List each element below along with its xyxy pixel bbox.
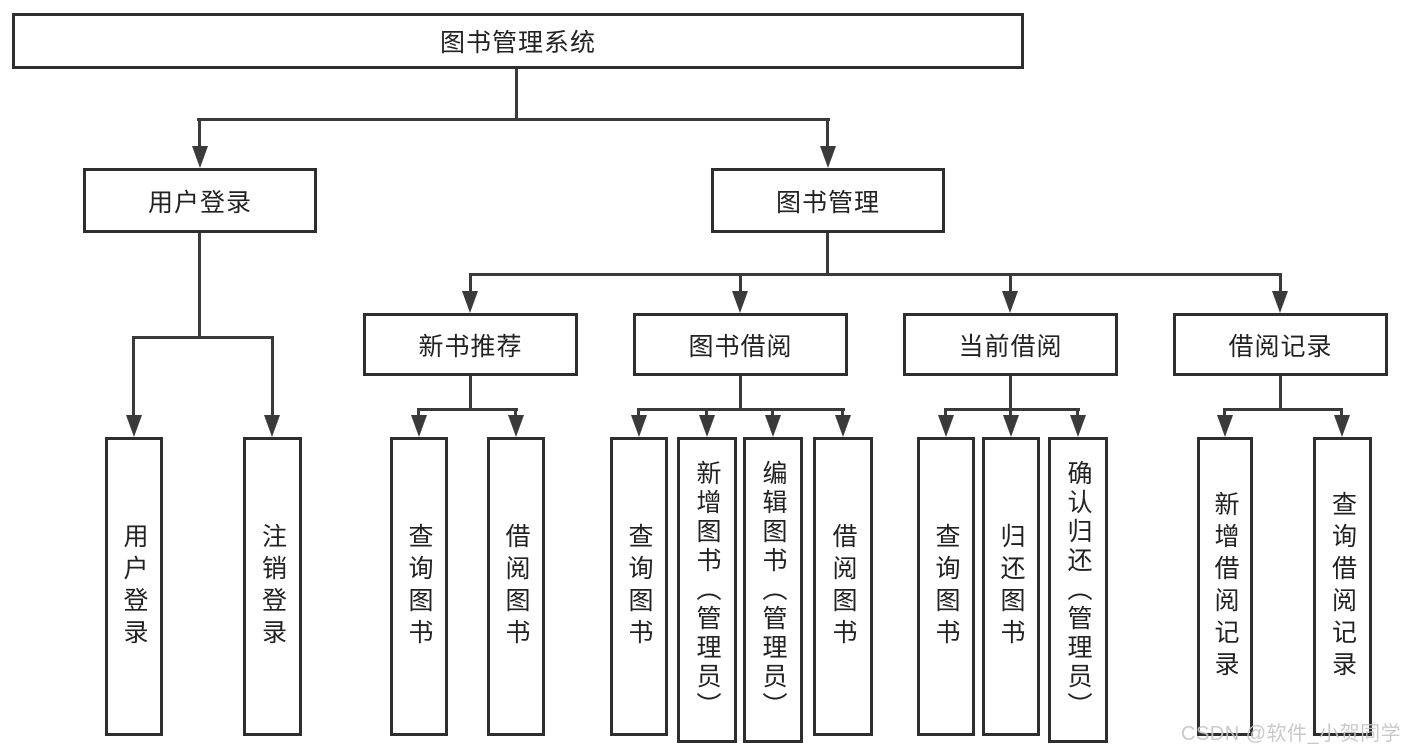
node-user-login: 用户登录 (83, 168, 317, 233)
node-new-book-recommend-label: 新书推荐 (418, 332, 523, 361)
connector-drop-new-book (469, 273, 472, 298)
arrow-down-icon (631, 415, 647, 437)
node-root-label: 图书管理系统 (439, 29, 596, 57)
connector-drop-leaf-user-login (132, 336, 135, 420)
node-current-borrow: 当前借阅 (903, 313, 1118, 376)
connector-user-login-stem (198, 233, 201, 339)
node-root: 图书管理系统 (12, 13, 1024, 69)
leaf-query-books-current-label: 查询图书 (932, 522, 960, 651)
leaf-edit-book-admin: 编辑图书（管理员） (743, 437, 803, 743)
node-book-management-label: 图书管理 (775, 188, 880, 217)
connector-drop-leaf-logout (271, 336, 274, 420)
arrow-down-icon (1070, 415, 1086, 437)
connector-level2-bar (469, 273, 1282, 276)
arrow-down-icon (820, 146, 836, 168)
leaf-add-borrow-record: 新增借阅记录 (1197, 437, 1253, 736)
leaf-borrow-books-recommend-label: 借阅图书 (502, 522, 530, 651)
leaf-query-borrow-record-label: 查询借阅记录 (1328, 490, 1357, 683)
node-current-borrow-label: 当前借阅 (958, 332, 1063, 361)
connector-current-borrow-bar (944, 408, 1080, 411)
leaf-borrow-books-borrow: 借阅图书 (813, 437, 873, 736)
node-book-management: 图书管理 (711, 168, 945, 233)
arrow-down-icon (462, 291, 478, 313)
connector-book-borrow-stem (739, 376, 742, 411)
connector-drop-user-login (198, 118, 201, 158)
leaf-logout-label: 注销登录 (258, 522, 287, 651)
connector-drop-current-borrow (1009, 273, 1012, 298)
arrow-down-icon (411, 415, 427, 437)
leaf-query-books-current: 查询图书 (917, 437, 975, 736)
leaf-add-book-admin: 新增图书（管理员） (677, 437, 737, 743)
node-borrow-records: 借阅记录 (1173, 313, 1388, 376)
node-user-login-label: 用户登录 (147, 188, 252, 217)
leaf-return-book-label: 归还图书 (997, 522, 1025, 651)
arrow-down-icon (835, 415, 851, 437)
leaf-user-login: 用户登录 (105, 437, 163, 736)
leaf-add-borrow-record-label: 新增借阅记录 (1211, 490, 1239, 683)
leaf-query-books-recommend: 查询图书 (390, 437, 448, 736)
connector-drop-book-mgmt (826, 118, 829, 158)
arrow-down-icon (938, 415, 954, 437)
arrow-down-icon (264, 415, 280, 437)
arrow-down-icon (1272, 291, 1288, 313)
connector-book-borrow-bar (637, 408, 845, 411)
node-new-book-recommend: 新书推荐 (363, 313, 578, 376)
node-book-borrow-label: 图书借阅 (688, 332, 793, 361)
connector-root-stem (515, 69, 518, 121)
arrow-down-icon (192, 146, 208, 168)
arrow-down-icon (765, 415, 781, 437)
connector-borrow-records-stem (1279, 376, 1282, 411)
connector-book-mgmt-stem (826, 233, 829, 276)
leaf-confirm-return-admin-label: 确认归还（管理员） (1064, 459, 1092, 721)
leaf-confirm-return-admin: 确认归还（管理员） (1048, 437, 1108, 743)
leaf-query-books-borrow-label: 查询图书 (625, 522, 653, 651)
connector-drop-borrow-records (1279, 273, 1282, 298)
arrow-down-icon (1002, 291, 1018, 313)
leaf-query-books-recommend-label: 查询图书 (405, 522, 433, 651)
leaf-query-books-borrow: 查询图书 (610, 437, 668, 736)
arrow-down-icon (126, 415, 142, 437)
leaf-return-book: 归还图书 (982, 437, 1040, 736)
arrow-down-icon (732, 291, 748, 313)
arrow-down-icon (508, 415, 524, 437)
node-borrow-records-label: 借阅记录 (1228, 332, 1333, 361)
connector-new-book-bar (417, 408, 518, 411)
leaf-user-login-label: 用户登录 (120, 522, 148, 651)
csdn-watermark: CSDN @软件_小贺同学 (1181, 723, 1402, 745)
leaf-logout: 注销登录 (243, 437, 302, 736)
connector-current-borrow-stem (1009, 376, 1012, 411)
connector-new-book-stem (469, 376, 472, 411)
arrow-down-icon (1003, 415, 1019, 437)
node-book-borrow: 图书借阅 (633, 313, 848, 376)
connector-borrow-records-bar (1223, 408, 1343, 411)
leaf-borrow-books-recommend: 借阅图书 (487, 437, 545, 736)
arrow-down-icon (1334, 415, 1350, 437)
leaf-borrow-books-borrow-label: 借阅图书 (829, 522, 857, 651)
arrow-down-icon (699, 415, 715, 437)
connector-level1-bar (197, 118, 830, 121)
arrow-down-icon (1217, 415, 1233, 437)
connector-drop-book-borrow (739, 273, 742, 298)
leaf-query-borrow-record: 查询借阅记录 (1313, 437, 1372, 736)
leaf-edit-book-admin-label: 编辑图书（管理员） (759, 459, 787, 721)
connector-user-login-bar (132, 336, 274, 339)
leaf-add-book-admin-label: 新增图书（管理员） (693, 459, 721, 721)
